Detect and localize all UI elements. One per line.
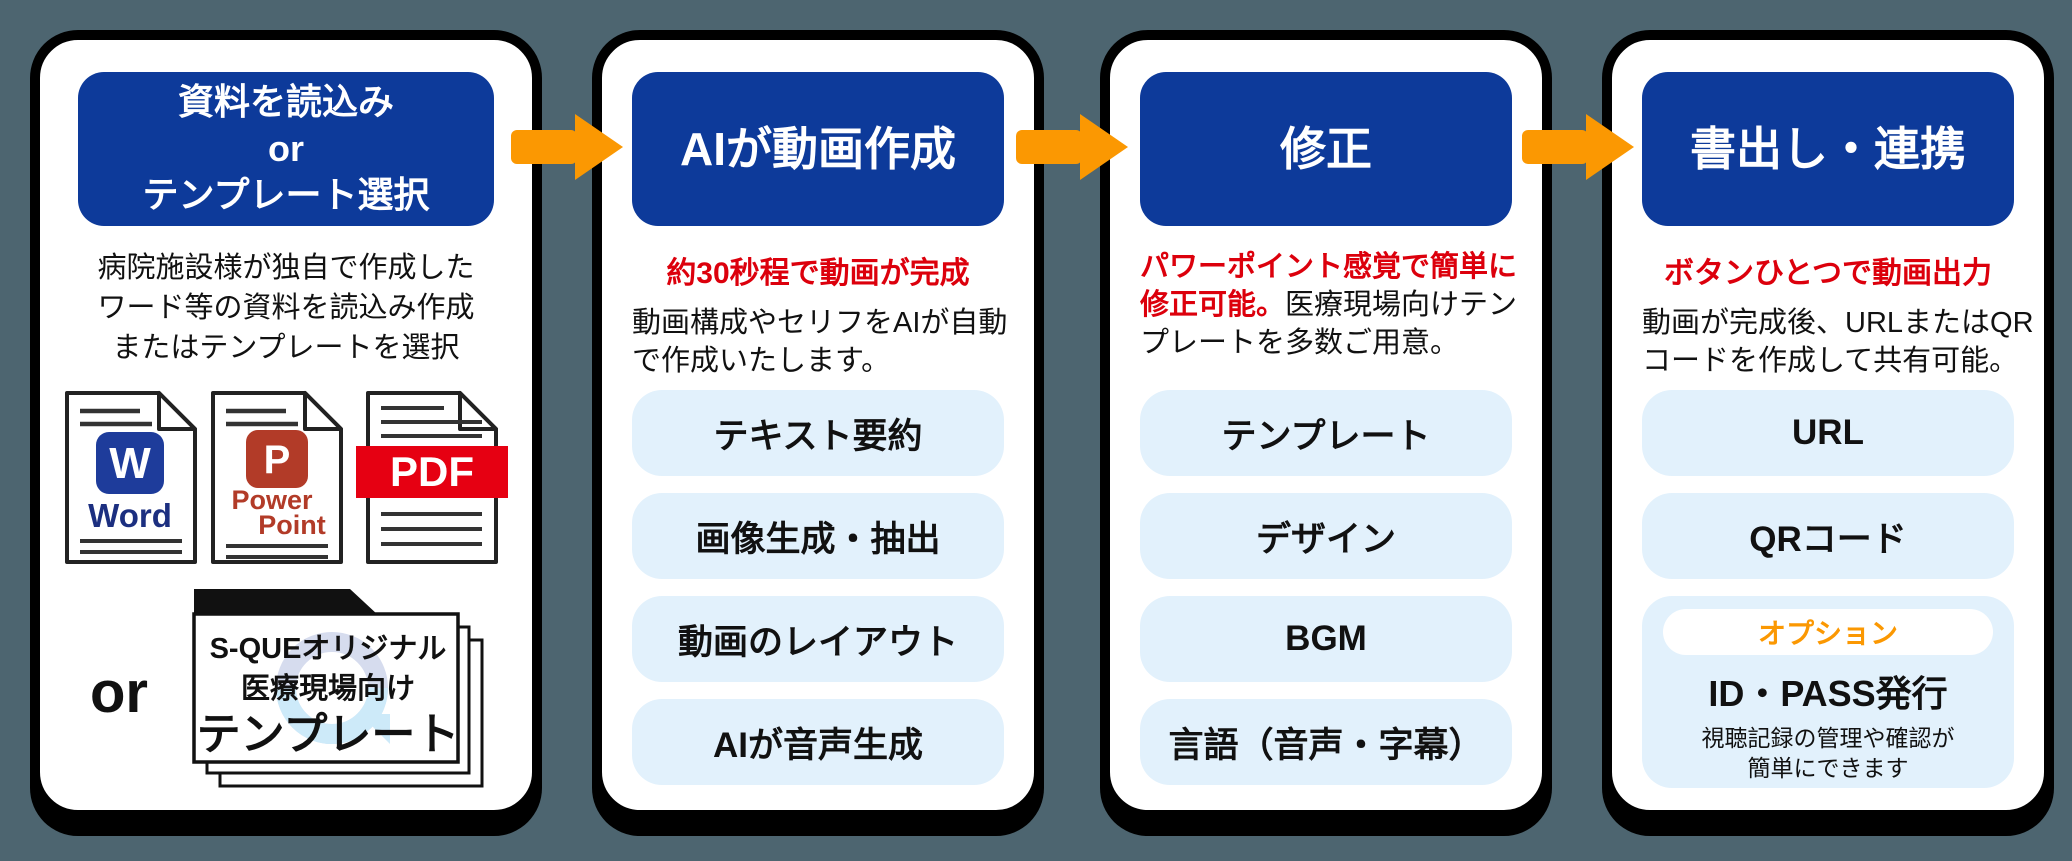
step-3-description: パワーポイント感覚で簡単に 修正可能。医療現場向けテン プレートを多数ご用意。 [1140,226,1517,390]
step-1-title-line-2: or [268,127,304,169]
highlight-text: 約30秒程で動画が完成 [666,257,970,290]
feature-pill: AIが音声生成 [632,699,1004,785]
arrow-right-icon [511,114,623,180]
description-line: またはテンプレートを選択 [112,332,460,364]
step-2-description: 約30秒程で動画が完成 動画構成やセリフをAIが自動 で作成いたします。 [632,226,1008,390]
step-card-1: 資料を読込み or テンプレート選択 病院施設様が独自で作成した ワード等の資料… [30,30,542,820]
step-4-header: 書出し・連携 [1642,72,2014,226]
arrow-right-icon [1522,114,1634,180]
step-2-header: AIが動画作成 [632,72,1004,226]
feature-pill: 言語（音声・字幕） [1140,699,1512,785]
option-title: ID・PASS発行 [1708,673,1948,714]
step-1-title-line-1: 資料を読込み [177,80,394,122]
feature-pill: 動画のレイアウト [632,596,1004,682]
option-note: 視聴記録の管理や確認が 簡単にできます [1642,723,2014,783]
description-line: コードを作成して共有可能。 [1642,345,2019,377]
step-4-feature-list: URL QRコード オプション ID・PASS発行 視聴記録の管理や確認が 簡単… [1642,390,2014,788]
step-1-description: 病院施設様が独自で作成した ワード等の資料を読込み作成 またはテンプレートを選択 [64,226,508,390]
powerpoint-document-icon: P Power Point [211,391,343,564]
step-3-header: 修正 [1140,72,1512,226]
step-card-3: 修正 パワーポイント感覚で簡単に 修正可能。医療現場向けテン プレートを多数ご用… [1100,30,1552,820]
description-line: プレートを多数ご用意。 [1140,327,1460,359]
pdf-label: PDF [390,448,474,495]
q-watermark-icon [276,632,390,744]
step-card-2: AIが動画作成 約30秒程で動画が完成 動画構成やセリフをAIが自動 で作成いた… [592,30,1044,820]
arrow-bar [1016,130,1082,164]
step-2-title: AIが動画作成 [680,122,956,175]
or-label: or [90,659,148,725]
feature-pill: デザイン [1140,493,1512,579]
template-stack-line-2: 医療現場向け [241,672,415,705]
word-label: Word [88,497,172,534]
feature-pill: URL [1642,390,2014,476]
step-3-feature-list: テンプレート デザイン BGM 言語（音声・字幕） [1140,390,1512,785]
feature-pill: QRコード [1642,493,2014,579]
highlight-text: パワーポイント感覚で簡単に [1140,251,1518,283]
step-1-header: 資料を読込み or テンプレート選択 [78,72,494,226]
description-line: 動画構成やセリフをAIが自動 [632,307,1008,339]
description-line: 動画が完成後、URLまたはQR [1642,307,2034,339]
description-text: 医療現場向けテン [1285,289,1518,321]
option-note-line: 視聴記録の管理や確認が [1701,725,1955,751]
arrow-tip [1080,114,1128,180]
arrow-bar [511,130,577,164]
word-document-icon: W Word [65,391,197,564]
pdf-document-icon: PDF [356,391,508,564]
arrow-tip [575,114,623,180]
highlight-text: 修正可能。 [1140,289,1286,321]
step-4-description: ボタンひとつで動画出力 動画が完成後、URLまたはQR コードを作成して共有可能… [1642,226,2034,390]
arrow-tip [1586,114,1634,180]
option-note-line: 簡単にできます [1747,755,1909,781]
arrow-bar [1522,130,1588,164]
arrow-right-icon [1016,114,1128,180]
template-stack-icon: S-QUEオリジナル 医療現場向け テンプレート [192,589,484,788]
step-3-title: 修正 [1280,122,1372,175]
description-line: 病院施設様が独自で作成した [97,252,475,284]
feature-pill: BGM [1140,596,1512,682]
step-1-title-line-3: テンプレート選択 [142,174,430,216]
option-box: オプション ID・PASS発行 視聴記録の管理や確認が 簡単にできます [1642,596,2014,788]
feature-pill: 画像生成・抽出 [632,493,1004,579]
or-template-row: or S-QUEオリジナル 医療現場向け テンプレート [64,588,508,796]
step-2-feature-list: テキスト要約 画像生成・抽出 動画のレイアウト AIが音声生成 [632,390,1004,785]
option-badge: オプション [1663,609,1993,655]
word-badge-letter: W [109,439,151,488]
source-file-icons: W Word P Power Point [64,390,508,566]
step-card-4: 書出し・連携 ボタンひとつで動画出力 動画が完成後、URLまたはQR コードを作… [1602,30,2054,820]
powerpoint-badge-letter: P [264,438,291,482]
highlight-text: ボタンひとつで動画出力 [1664,257,1992,290]
powerpoint-label-line-2: Point [258,510,326,540]
description-line: ワード等の資料を読込み作成 [97,292,475,324]
template-stack-line-3: テンプレート [197,710,460,759]
powerpoint-label-line-1: Power [231,485,313,515]
feature-pill: テンプレート [1140,390,1512,476]
template-stack-line-1: S-QUEオリジナル [210,633,447,665]
feature-pill: テキスト要約 [632,390,1004,476]
step-4-title: 書出し・連携 [1690,122,1966,175]
description-line: で作成いたします。 [632,345,891,377]
